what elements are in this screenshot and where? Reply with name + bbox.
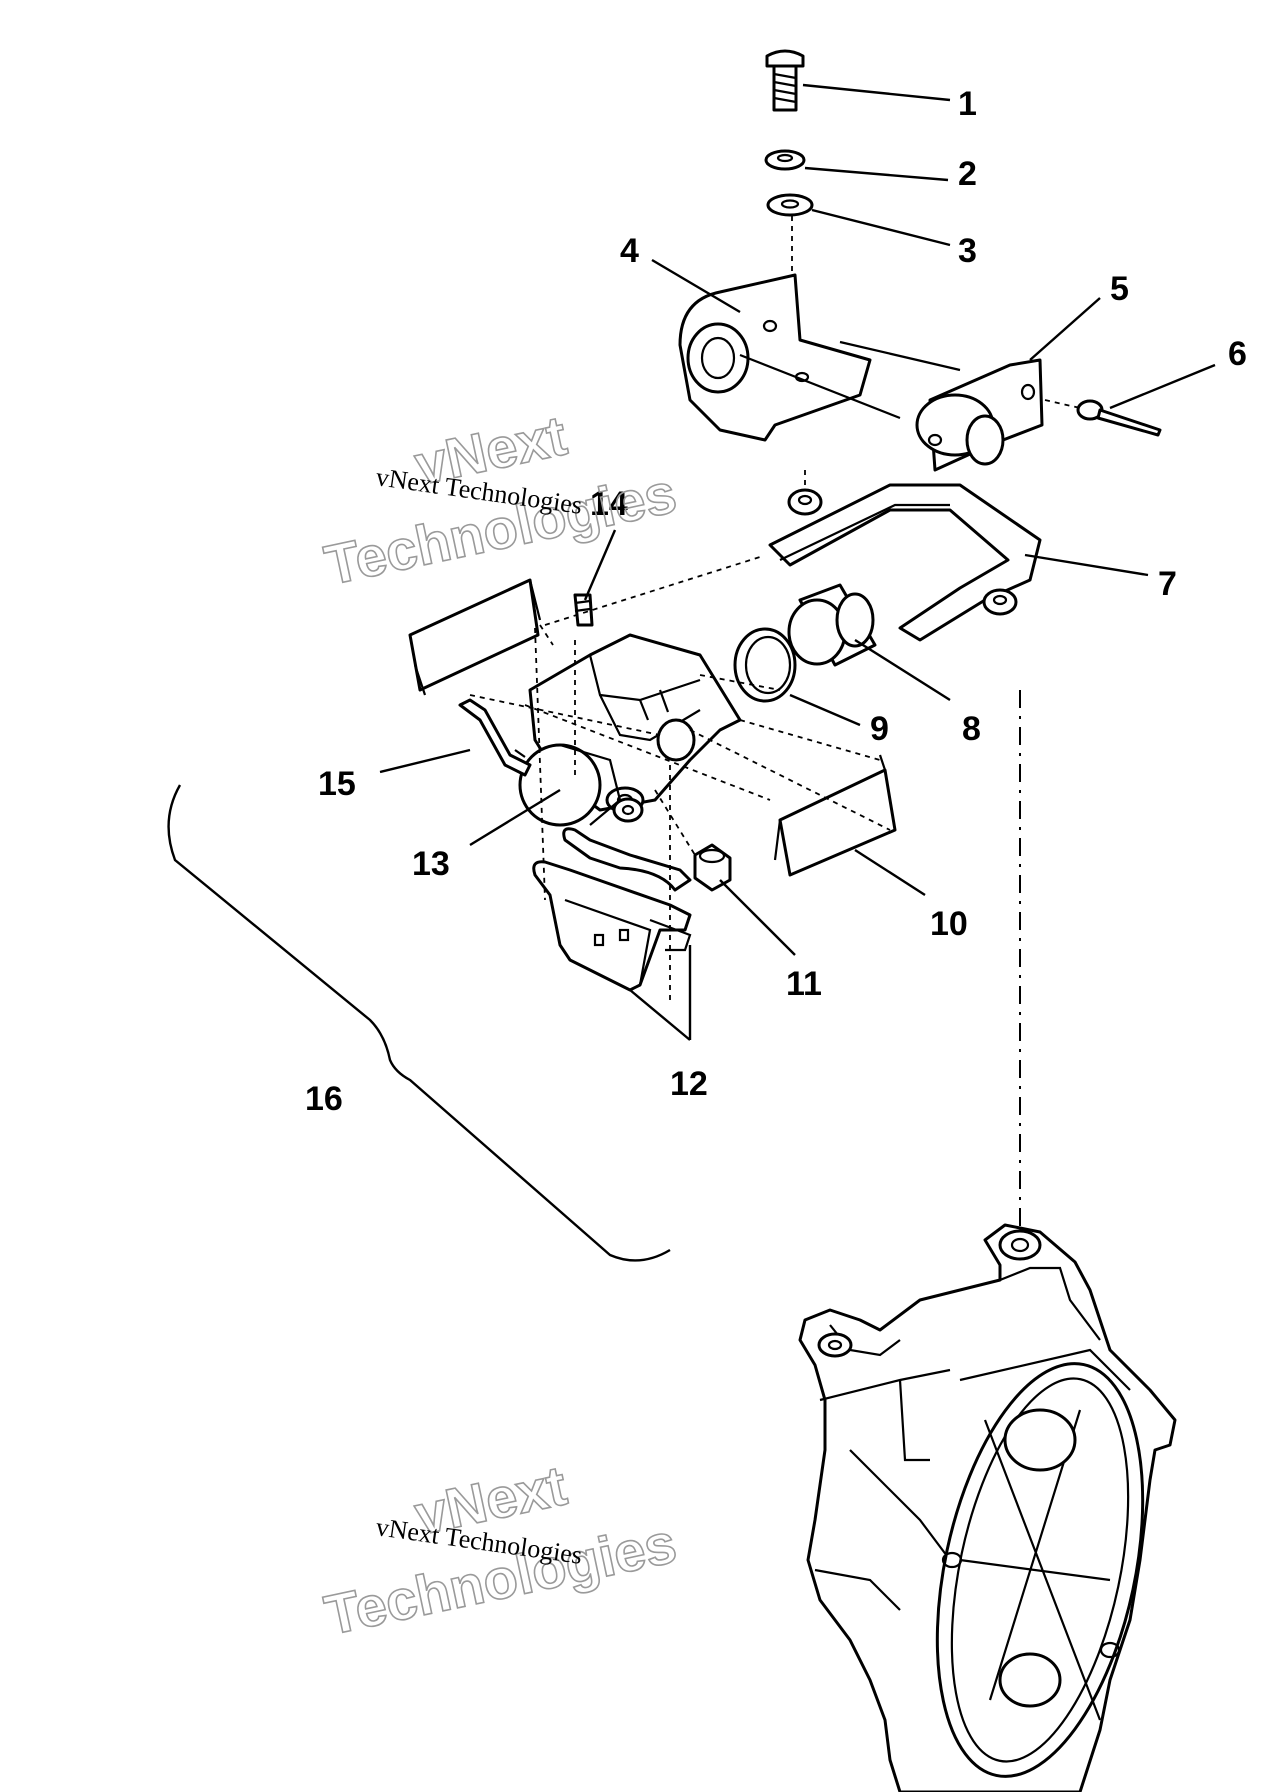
part-12-brake-pads [532, 827, 692, 992]
part-3-flat-washer [766, 193, 814, 217]
callout-9: 9 [870, 710, 889, 748]
callout-15: 15 [318, 765, 356, 803]
callout-10: 10 [930, 905, 968, 943]
callout-12: 12 [670, 1065, 708, 1103]
callout-4: 4 [620, 232, 639, 270]
brake-mount-housing [798, 1223, 1177, 1792]
part-15-brake-line [458, 698, 532, 777]
pad-shim-lower [773, 754, 897, 877]
part-7-caliper-frame [768, 483, 1042, 642]
callout-8: 8 [962, 710, 981, 748]
part-4-mount-bracket [678, 273, 961, 442]
leader-lines [379, 83, 1216, 1041]
callout-7: 7 [1158, 565, 1177, 603]
callout-6: 6 [1228, 335, 1247, 373]
callout-numbers: 1 2 3 4 5 6 7 8 9 10 11 12 13 14 15 16 [305, 85, 1247, 1118]
part-14-bleeder-screw [573, 593, 594, 627]
callout-2: 2 [958, 155, 977, 193]
part-6-screw [1076, 399, 1162, 437]
part-2-lock-washer [764, 149, 806, 171]
part-13-caliper-piston-housing [518, 743, 644, 827]
callout-14: 14 [590, 485, 628, 523]
callout-1: 1 [958, 85, 977, 123]
callout-13: 13 [412, 845, 450, 883]
part-11-fitting-nut [693, 843, 732, 892]
callout-5: 5 [1110, 270, 1129, 308]
axis-line-screw [1044, 399, 1081, 409]
part-8-piston [787, 583, 877, 667]
alignment-lines [469, 556, 891, 1000]
part-16-assembly-brace [167, 784, 671, 1262]
part-5-pivot-bushing [915, 358, 1044, 472]
watermark-lower: vNext Technologies vNext Technologies [319, 1453, 683, 1648]
pad-shim-upper [408, 578, 542, 696]
callout-16: 16 [305, 1080, 343, 1118]
part-9-piston-seal [733, 627, 797, 703]
part-1-bolt [765, 49, 805, 112]
callout-3: 3 [958, 232, 977, 270]
watermark-upper: vNext Technologies vNext Technologies [319, 403, 683, 598]
callout-11: 11 [786, 965, 822, 1003]
